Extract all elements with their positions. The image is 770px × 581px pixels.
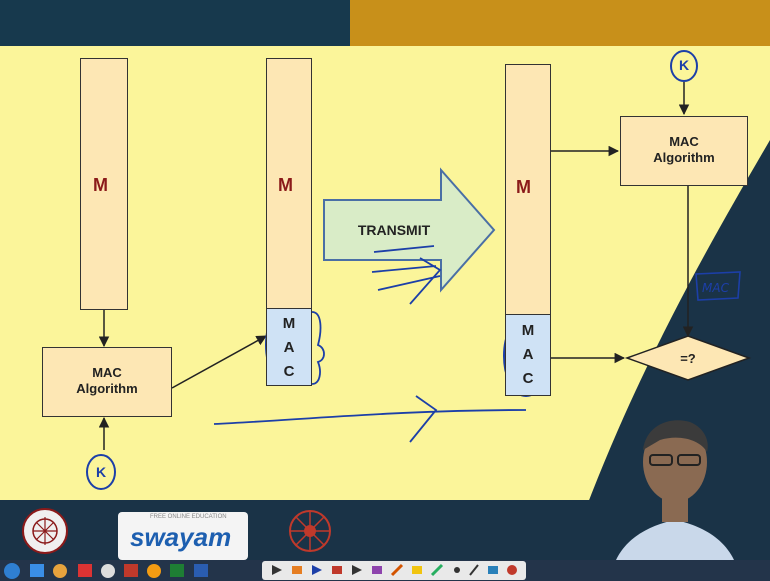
arrow-alg-to-mac xyxy=(172,336,266,388)
transmitted-message-box: M xyxy=(266,58,312,310)
receiver-mac-box: M A C xyxy=(505,314,551,396)
sender-algorithm-label: MAC Algorithm xyxy=(43,365,171,397)
compare-label: =? xyxy=(680,351,696,366)
sender-algorithm-line1: MAC xyxy=(92,365,122,380)
taskbar-icons xyxy=(0,560,770,581)
transmitted-mac-box: M A C xyxy=(266,308,312,386)
swayam-logo-subtext: FREE ONLINE EDUCATION xyxy=(150,514,227,520)
mac-letter-c: C xyxy=(284,363,295,380)
receiver-message-label: M xyxy=(516,177,531,198)
recv-mac-letter-a: A xyxy=(523,346,534,363)
presenter-image xyxy=(590,400,760,581)
transmit-label: TRANSMIT xyxy=(358,222,431,238)
sender-mac-algorithm-box: MAC Algorithm xyxy=(42,347,172,417)
sender-message-box: M xyxy=(80,58,128,310)
mac-annotation-text: MAC xyxy=(702,281,730,295)
app-icon-1 xyxy=(124,564,138,577)
recv-mac-letter-c: C xyxy=(523,370,534,387)
sender-key-label: K xyxy=(96,464,106,480)
receiver-algorithm-line1: MAC xyxy=(669,134,699,149)
mac-letter-m: M xyxy=(283,315,296,332)
pdf-icon xyxy=(78,564,92,577)
receiver-algorithm-label: MAC Algorithm xyxy=(621,134,747,166)
mac-letter-a: A xyxy=(284,339,295,356)
chrome-icon xyxy=(147,564,161,578)
recv-mac-letter-m: M xyxy=(522,322,535,339)
receiver-mac-algorithm-box: MAC Algorithm xyxy=(620,116,748,186)
word-icon xyxy=(194,564,208,577)
swayam-logo-text: swayam xyxy=(130,522,231,553)
transmitted-mac-letters: M A C xyxy=(267,312,311,384)
browser-icon xyxy=(53,564,67,578)
institute-logo xyxy=(20,505,70,557)
nptel-logo xyxy=(285,506,335,556)
receiver-message-box: M xyxy=(505,64,551,316)
start-icon xyxy=(4,563,20,579)
explorer-icon xyxy=(30,564,44,577)
receiver-mac-letters: M A C xyxy=(506,319,550,391)
receiver-algorithm-line2: Algorithm xyxy=(653,150,714,165)
media-icon xyxy=(101,564,115,578)
receiver-key-label: K xyxy=(679,57,689,73)
transmitted-message-label: M xyxy=(278,175,293,196)
sender-message-label: M xyxy=(93,175,108,196)
sender-algorithm-line2: Algorithm xyxy=(76,381,137,396)
excel-icon xyxy=(170,564,184,577)
